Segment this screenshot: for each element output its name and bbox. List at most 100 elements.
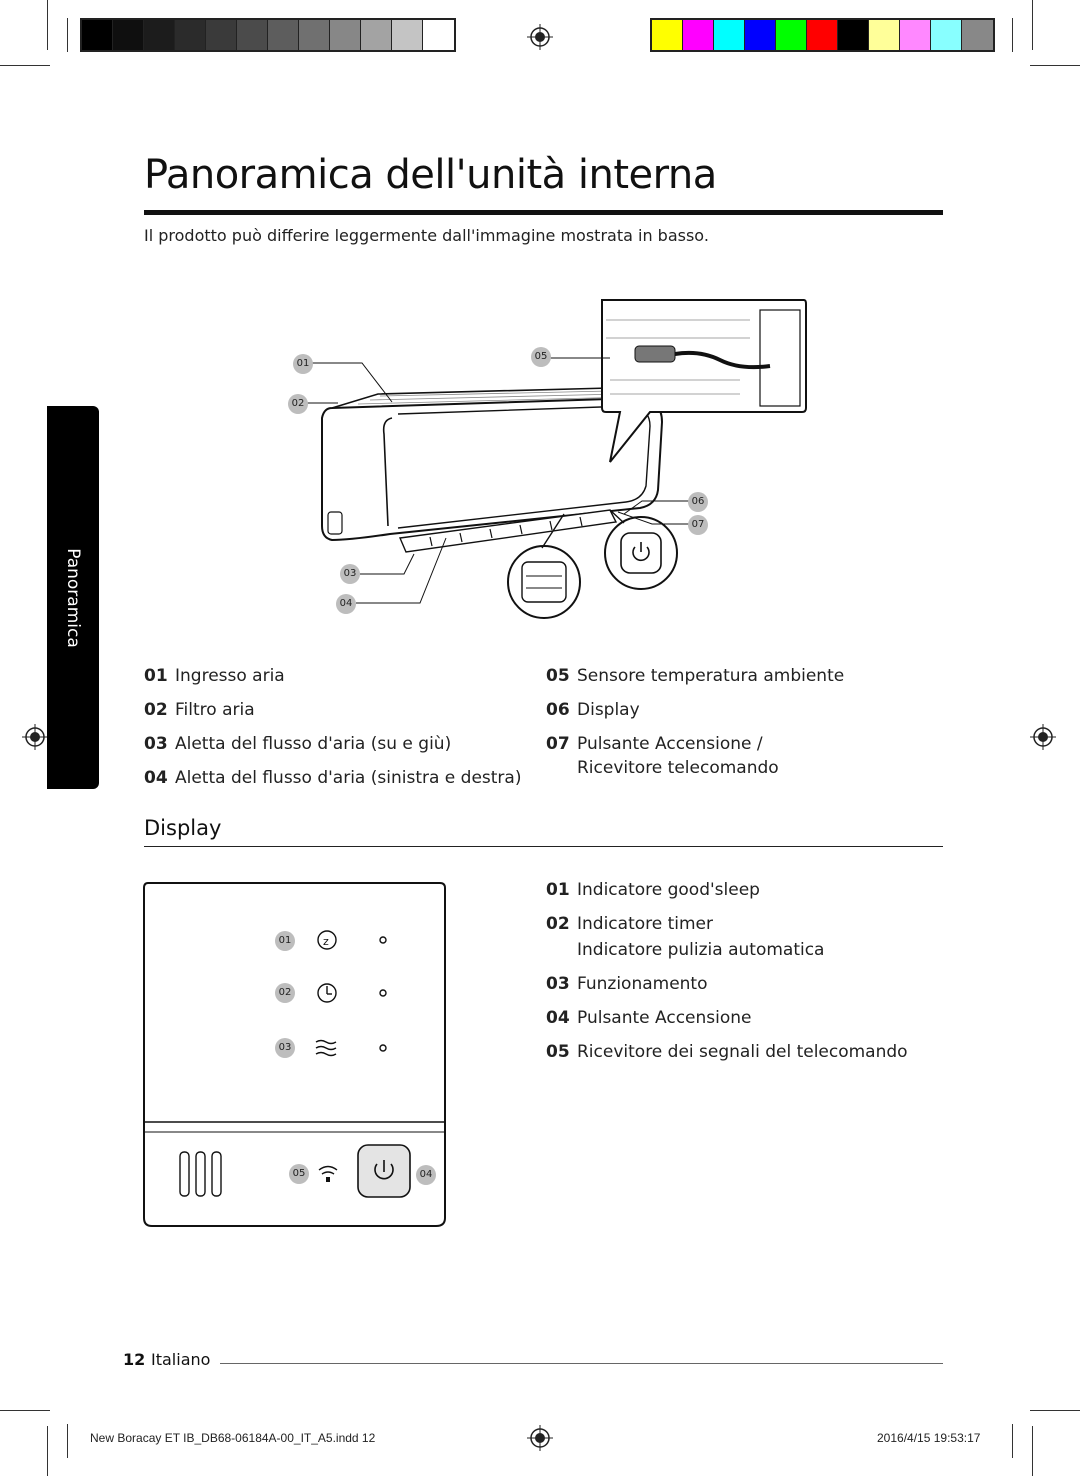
item-label: Filtro aria [175,700,255,720]
item-label: Funzionamento [577,974,708,994]
color-swatch [113,20,144,50]
callout-badge: 05 [531,347,551,367]
grayscale-color-bar [80,18,456,52]
side-tab-label: Panoramica [63,547,83,648]
crop-mark [47,1426,48,1476]
color-swatch [776,20,807,50]
item-number: 06 [546,700,570,720]
item-number: 05 [546,666,570,686]
registration-mark-icon [22,724,48,750]
color-swatch [869,20,900,50]
item-number: 01 [144,666,168,686]
item-number: 02 [144,700,168,720]
list-item: 04 Aletta del flusso d'aria (sinistra e d… [144,766,524,790]
item-label: Indicatore timer [577,914,714,934]
color-swatch [175,20,206,50]
item-number: 03 [546,974,570,994]
section-title-display: Display [144,816,222,840]
item-label: Ingresso aria [175,666,285,686]
display-callout-badge: 02 [275,983,295,1003]
list-item: 03 Funzionamento [546,972,943,996]
item-number: 02 [546,914,570,934]
item-number: 07 [546,734,570,754]
color-swatch [931,20,962,50]
item-label-line2: Ricevitore telecomando [577,758,779,778]
item-label: Sensore temperatura ambiente [577,666,845,686]
display-callout-badge: 01 [275,931,295,951]
color-swatch [900,20,931,50]
item-label: Aletta del flusso d'aria (sinistra e des… [175,768,522,788]
crop-mark [47,0,48,50]
registration-mark-icon [527,1425,553,1451]
callout-badge: 07 [688,515,708,535]
color-swatch [714,20,745,50]
item-label: Pulsante Accensione / [577,734,763,754]
section-rule [144,846,943,847]
item-label: Indicatore good'sleep [577,880,760,900]
crop-mark [1030,1410,1080,1411]
list-item: 06 Display [546,698,943,722]
registration-mark-icon [527,24,553,50]
crop-mark [1012,1424,1013,1458]
item-label: Aletta del flusso d'aria (su e giù) [175,734,452,754]
display-panel-illustration: z [143,882,446,1227]
item-number: 04 [546,1008,570,1028]
footer-rule [220,1363,943,1364]
section-side-tab: Panoramica [47,406,99,789]
display-callout-badge: 04 [416,1165,436,1185]
crop-mark [1032,0,1033,50]
callout-badge: 06 [688,492,708,512]
registration-mark-icon [1030,724,1056,750]
disclaimer-note: Il prodotto può differire leggermente da… [144,226,709,245]
color-swatch [330,20,361,50]
list-item: 03 Aletta del flusso d'aria (su e giù) [144,732,524,756]
color-swatch [82,20,113,50]
crop-mark [67,18,68,52]
color-swatch [361,20,392,50]
callout-badge: 01 [293,354,313,374]
color-swatch [237,20,268,50]
indoor-unit-illustration [306,299,807,619]
list-item: 01 Ingresso aria [144,664,524,688]
crop-mark [1032,1426,1033,1476]
item-number: 03 [144,734,168,754]
color-swatch [962,20,993,50]
crop-mark [0,65,50,66]
item-label: Display [577,700,640,720]
list-item: 05 Ricevitore dei segnali del telecomando [546,1040,943,1064]
color-swatch [268,20,299,50]
item-label: Ricevitore dei segnali del telecomando [577,1042,908,1062]
item-number: 05 [546,1042,570,1062]
svg-text:z: z [323,935,329,948]
crop-mark [0,1410,50,1411]
color-swatch [652,20,683,50]
title-rule [144,210,943,215]
color-swatch [423,20,454,50]
color-calibration-bar [650,18,995,52]
color-swatch [745,20,776,50]
print-slug-filename: New Boracay ET IB_DB68-06184A-00_IT_A5.i… [90,1431,376,1445]
page-number: 12 [123,1350,146,1369]
crop-mark [1012,18,1013,52]
color-swatch [299,20,330,50]
print-slug-timestamp: 2016/4/15 19:53:17 [877,1431,981,1445]
color-swatch [144,20,175,50]
crop-mark [1030,65,1080,66]
callout-badge: 03 [340,564,360,584]
color-swatch [392,20,423,50]
list-item: 04 Pulsante Accensione [546,1006,943,1030]
color-swatch [838,20,869,50]
item-number: 01 [546,880,570,900]
footer-language: Italiano [151,1350,211,1369]
display-callout-badge: 03 [275,1038,295,1058]
color-swatch [807,20,838,50]
crop-mark [67,1424,68,1458]
item-label-line2: Indicatore pulizia automatica [577,940,825,960]
list-item: 07 Pulsante Accensione / Ricevitore teleco… [546,732,943,780]
unit-parts-list-right: 05 Sensore temperatura ambiente 06 Display… [546,664,943,790]
item-number: 04 [144,768,168,788]
item-label: Pulsante Accensione [577,1008,752,1028]
color-swatch [206,20,237,50]
list-item: 05 Sensore temperatura ambiente [546,664,943,688]
